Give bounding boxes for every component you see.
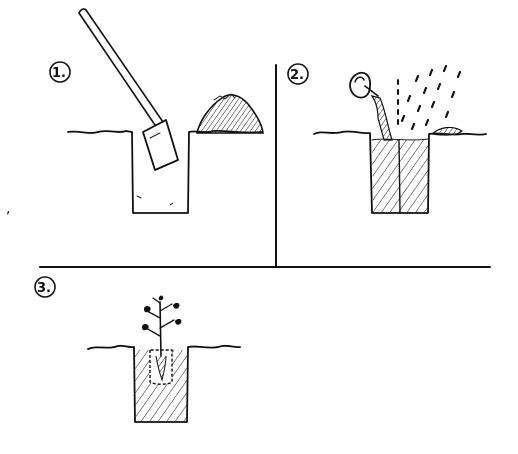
rain-drops [397,64,462,131]
panel-step-3: 3. [34,276,241,423]
step-2-number: 2. [290,68,304,83]
step-3-badge: 3. [34,276,56,298]
panel-step-1: 1. [49,8,264,214]
step-2-badge: 2. [287,63,309,85]
watering-can-and-rain-icon [349,64,462,141]
step-1-badge: 1. [49,61,71,83]
panel-dividers [39,64,491,268]
soil-mound [195,93,264,134]
shovel-digging-hole-icon [78,8,179,171]
stray-mark: , [6,201,10,217]
step-3-number: 3. [37,281,51,296]
step-1-number: 1. [52,66,66,81]
seedling-planted-icon [141,295,182,385]
panel-step-2: 2. [287,63,487,214]
